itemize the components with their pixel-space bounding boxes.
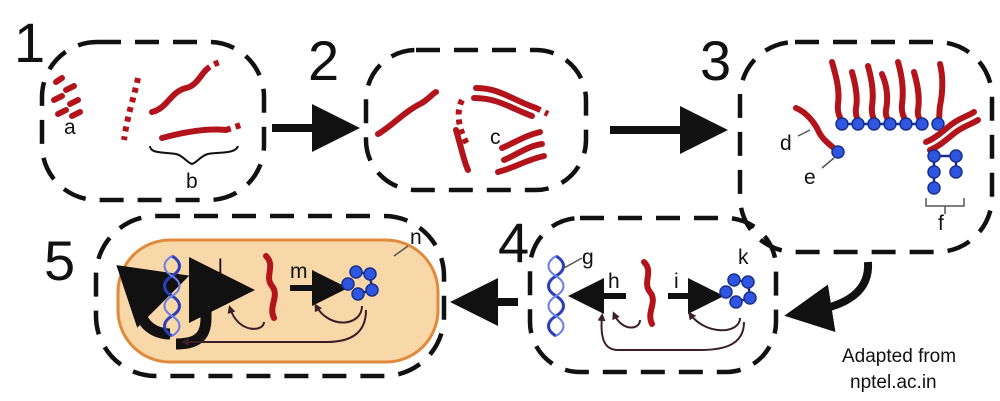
bracket-f	[925, 198, 965, 214]
rna-double-strand-bottom	[495, 129, 547, 175]
rna-comb-with-peptide	[829, 59, 929, 131]
label-c: c	[490, 126, 501, 149]
dna-helix-cell	[163, 254, 181, 338]
rna-strand-2b-dotted	[455, 98, 471, 148]
leader-e	[821, 157, 835, 169]
step-5-box	[93, 213, 447, 379]
feedback-to-h	[612, 311, 641, 329]
feedback-long-4	[597, 313, 745, 351]
label-h: h	[608, 270, 620, 293]
step-1-box	[39, 39, 267, 203]
rna-f-with-folded-peptide	[923, 109, 981, 195]
label-a: a	[64, 116, 76, 139]
rna-double-strand-top	[471, 85, 550, 119]
label-e: e	[804, 166, 816, 189]
arrow-3-to-4	[784, 261, 873, 332]
step-4-number: 4	[498, 211, 529, 274]
feedback-to-m	[314, 303, 363, 324]
rna-chains-b	[149, 59, 245, 141]
leader-g	[563, 257, 583, 269]
label-k: k	[738, 246, 749, 269]
label-g: g	[582, 246, 594, 269]
credit-line-2: nptel.ac.in	[850, 372, 937, 393]
step-4-box	[527, 215, 779, 375]
leader-d	[797, 129, 811, 137]
label-n: n	[410, 226, 422, 249]
label-l: l	[218, 256, 223, 279]
label-m: m	[290, 260, 308, 283]
rna-strand-4	[641, 259, 656, 327]
dotted-rna-strand	[121, 77, 141, 141]
label-d: d	[780, 132, 792, 155]
step-5-number: 5	[44, 229, 75, 292]
feedback-to-i	[688, 311, 741, 332]
brace-b	[149, 145, 239, 166]
step-3-number: 3	[700, 29, 731, 92]
protein-k	[719, 273, 757, 309]
rna-strand-2c	[453, 127, 471, 173]
self-replication-loop	[116, 265, 190, 340]
dna-helix-g	[547, 254, 565, 338]
step-2-number: 2	[308, 29, 339, 92]
feedback-long-5	[181, 309, 367, 346]
rna-with-amino-acid-single	[931, 61, 946, 131]
step-2-box	[363, 47, 589, 193]
rna-strand-5	[263, 253, 278, 321]
feedback-to-l	[227, 305, 265, 330]
nucleotides-a	[51, 75, 83, 119]
step-1-number: 1	[14, 11, 45, 74]
rna-strand-2a	[375, 89, 439, 137]
label-i: i	[674, 270, 679, 293]
leader-n	[393, 245, 409, 257]
label-b: b	[186, 170, 198, 193]
label-f: f	[938, 212, 944, 235]
credit-line-1: Adapted from	[842, 346, 956, 367]
step-3-box	[737, 39, 995, 255]
rna-d-with-amino-acid-e	[793, 105, 845, 159]
protein-cell	[341, 265, 379, 301]
